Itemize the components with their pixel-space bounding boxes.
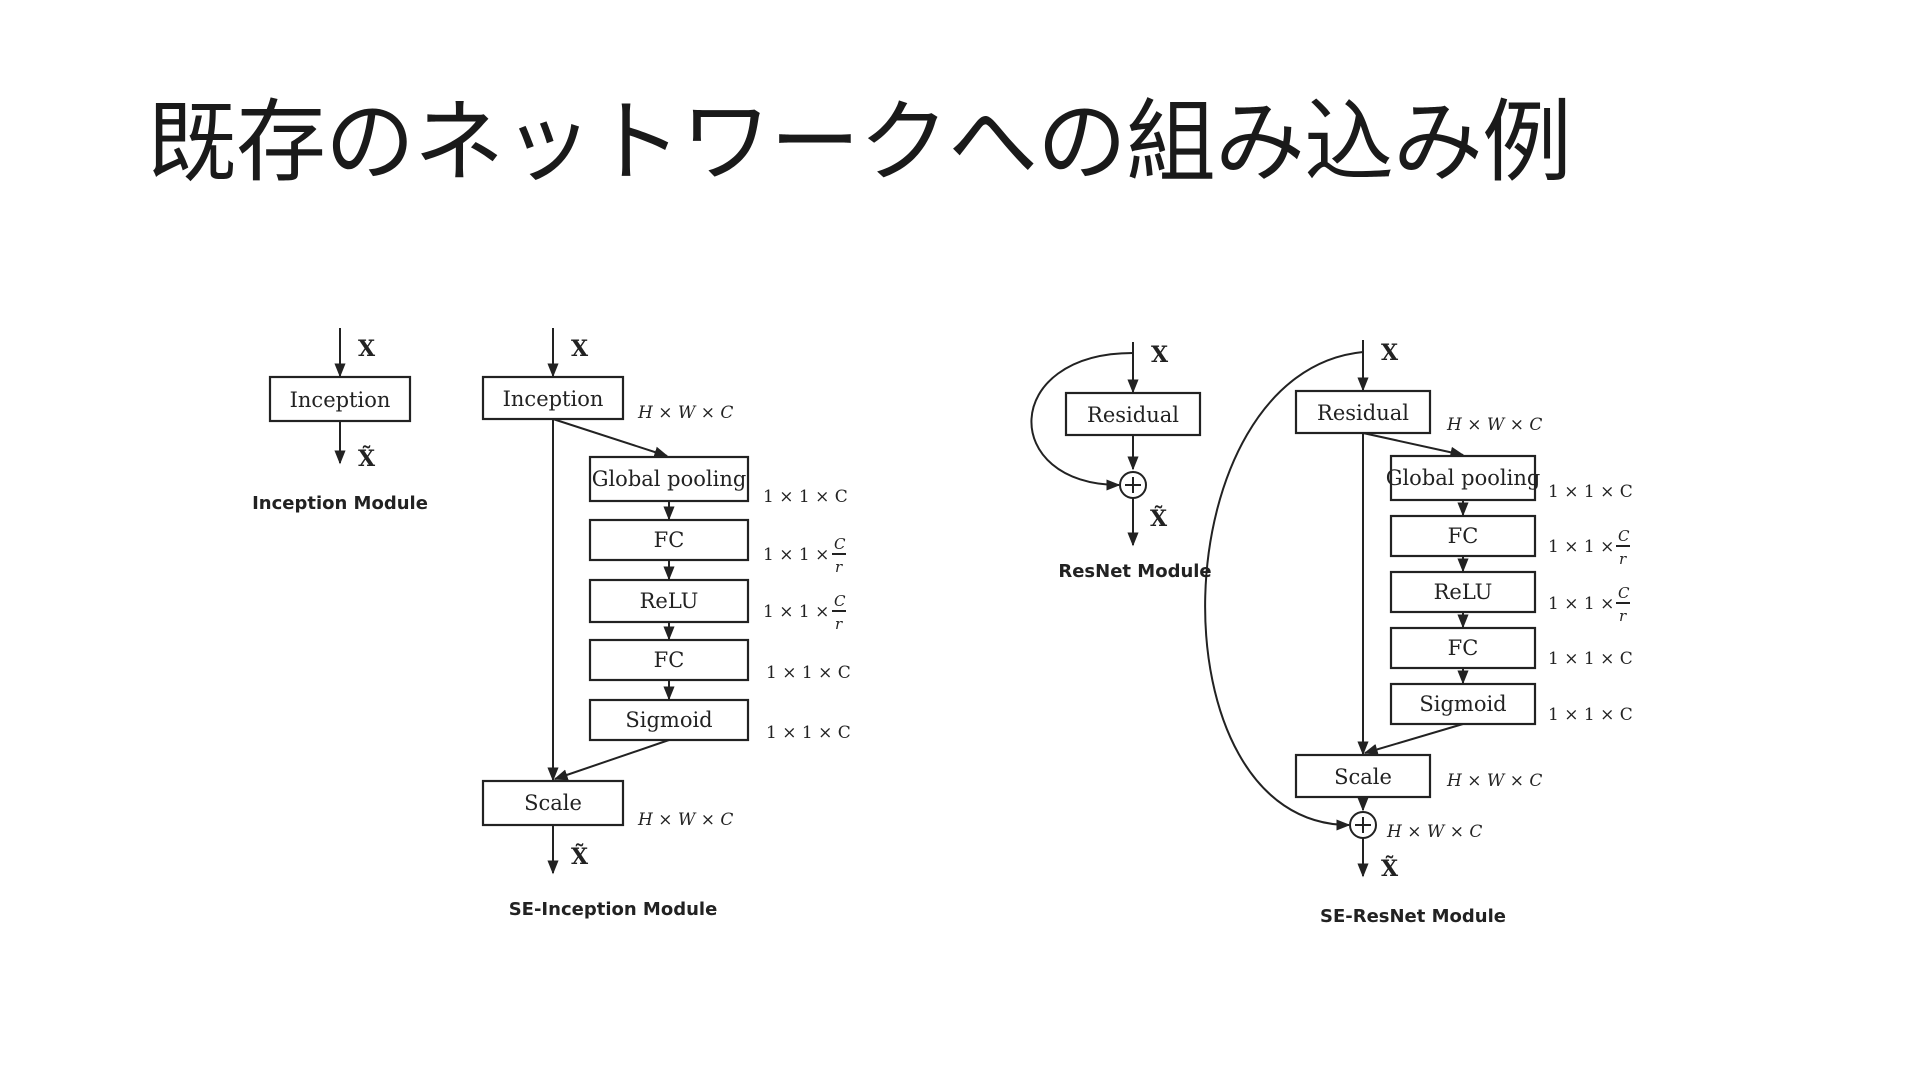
inception-module-caption: Inception Module: [252, 493, 428, 514]
se-inception-module-caption: SE-Inception Module: [509, 899, 718, 920]
output-xtilde-label: X̃: [1150, 506, 1168, 532]
dim-cr-denominator: r: [835, 615, 843, 633]
dim-c11-label: 1 × 1 × C: [1548, 649, 1633, 669]
scale-block-label: Scale: [524, 791, 582, 815]
dim-cr-prefix: 1 × 1 ×: [1548, 537, 1614, 557]
dim-c11-label: 1 × 1 × C: [1548, 705, 1633, 725]
dim-c11-label: 1 × 1 × C: [763, 487, 848, 507]
fc-block: [588, 518, 750, 562]
inception-block-label: Inception: [503, 387, 604, 411]
sigmoid-block: [588, 698, 750, 742]
fc-block-label: FC: [654, 648, 685, 672]
resnet-module-caption: ResNet Module: [1058, 561, 1211, 582]
inception-block: [481, 375, 625, 421]
dim-hwc-label: H × W × C: [1446, 415, 1542, 435]
input-x-label: X: [1151, 342, 1169, 368]
se-inception-module: X Inception H × W × C Global pooling 1 ×…: [481, 328, 851, 920]
scale-block-label: Scale: [1334, 765, 1392, 789]
relu-block-label: ReLU: [1434, 580, 1493, 604]
global-pooling-label: Global pooling: [1386, 466, 1541, 490]
dim-hwc-label: H × W × C: [637, 810, 733, 830]
global-pooling-block: [1389, 454, 1537, 502]
input-x-label: X: [358, 336, 376, 362]
output-xtilde-label: X̃: [571, 844, 589, 870]
fc-block-label: FC: [654, 528, 685, 552]
relu-block: [1389, 570, 1537, 614]
dim-cr-prefix: 1 × 1 ×: [1548, 594, 1614, 614]
relu-block-label: ReLU: [640, 589, 699, 613]
input-x-label: X: [1381, 340, 1399, 366]
sigmoid-block-label: Sigmoid: [1419, 692, 1506, 716]
fc-block-label: FC: [1448, 524, 1479, 548]
dim-hwc-label: H × W × C: [1446, 771, 1542, 791]
dim-cr-numerator: C: [834, 535, 846, 553]
global-pooling-block: [588, 455, 750, 503]
dim-cr-prefix: 1 × 1 ×: [763, 545, 829, 565]
slide-title: 既存のネットワークへの組み込み例: [147, 90, 1572, 195]
se-resnet-module: X Residual H × W × C Global pooling 1 × …: [1204, 340, 1633, 927]
fc-block-label: FC: [1448, 636, 1479, 660]
dim-hwc-label: H × W × C: [637, 403, 733, 423]
residual-block: [1294, 389, 1432, 435]
relu-block: [588, 578, 750, 624]
sigmoid-block-label: Sigmoid: [625, 708, 712, 732]
resnet-module: X Residual X̃ ResNet Module: [1030, 342, 1212, 582]
scale-block: [481, 779, 625, 827]
dim-cr-denominator: r: [835, 558, 843, 576]
dim-c11-label: 1 × 1 × C: [766, 663, 851, 683]
global-pooling-label: Global pooling: [592, 467, 747, 491]
fc-block: [1389, 626, 1537, 670]
residual-block-label: Residual: [1317, 401, 1409, 425]
dim-cr-numerator: C: [1618, 527, 1630, 545]
dim-c11-label: 1 × 1 × C: [766, 723, 851, 743]
input-x-label: X: [571, 336, 589, 362]
dim-cr-prefix: 1 × 1 ×: [763, 602, 829, 622]
dim-cr-numerator: C: [1618, 584, 1630, 602]
dim-c11-label: 1 × 1 × C: [1548, 482, 1633, 502]
se-resnet-module-caption: SE-ResNet Module: [1320, 906, 1506, 927]
dim-cr-numerator: C: [834, 592, 846, 610]
inception-module: X Inception X̃ Inception Module: [252, 328, 428, 514]
inception-block: [268, 375, 412, 423]
dim-cr-denominator: r: [1619, 550, 1627, 568]
dim-cr-denominator: r: [1619, 607, 1627, 625]
inception-block-label: Inception: [290, 388, 391, 412]
scale-block: [1294, 753, 1432, 799]
residual-block-label: Residual: [1087, 403, 1179, 427]
output-xtilde-label: X̃: [358, 446, 376, 472]
output-xtilde-label: X̃: [1381, 856, 1399, 882]
dim-hwc-label: H × W × C: [1386, 822, 1482, 842]
